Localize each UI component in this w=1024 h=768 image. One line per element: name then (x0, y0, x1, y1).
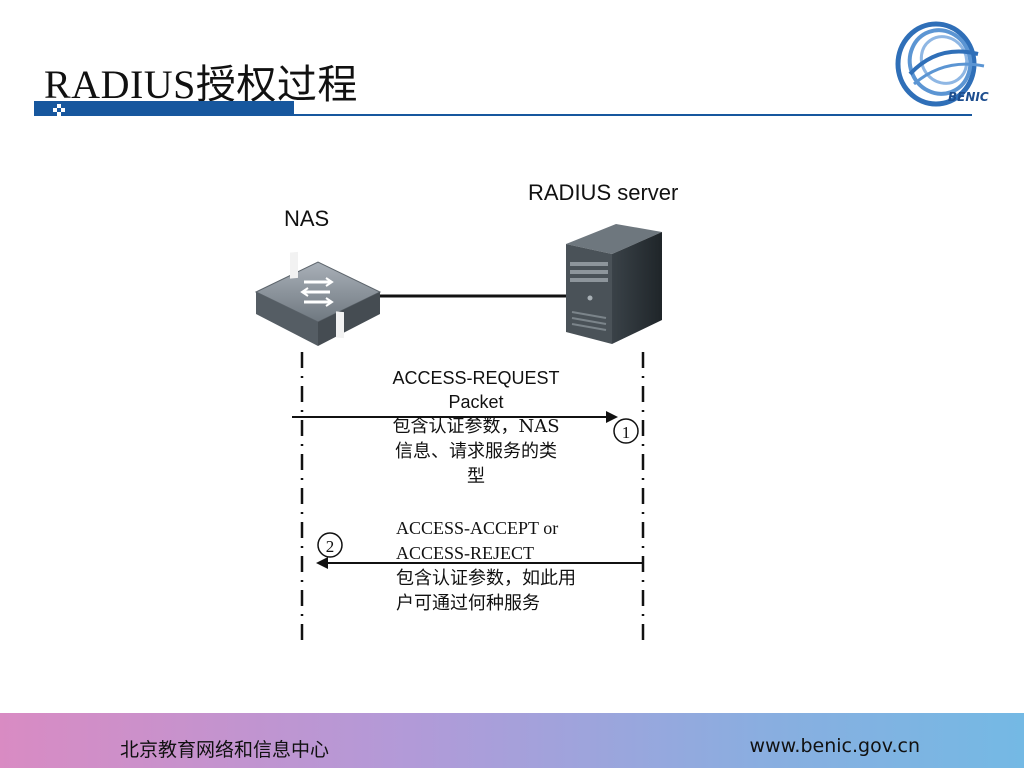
title-bar-ornament-icon (53, 104, 65, 116)
benic-logo-icon (895, 21, 985, 107)
footer-url: www.benic.gov.cn (749, 735, 920, 757)
nas-switch-icon (254, 251, 382, 346)
footer-bar: 北京教育网络和信息中心 www.benic.gov.cn (0, 713, 1024, 768)
radius-server-label: RADIUS server (528, 180, 679, 205)
footer-org: 北京教育网络和信息中心 (120, 739, 330, 761)
request-label-line: ACCESS-REQUEST (392, 368, 560, 388)
title-underline-line (294, 114, 972, 116)
request-label-line: Packet (448, 392, 504, 412)
response-description-line: 包含认证参数，如此用 (396, 568, 576, 589)
request-description-line: 信息、请求服务的类 (395, 441, 557, 462)
response-label-line: ACCESS-ACCEPT or (396, 518, 559, 538)
step-2-marker (317, 532, 343, 558)
step-1-number: 1 (622, 423, 631, 442)
response-description: 包含认证参数，如此用 户可通过何种服务 (396, 566, 576, 616)
logo-text: BENIC (948, 90, 989, 104)
request-label: ACCESS-REQUEST Packet (376, 366, 576, 414)
response-label: ACCESS-ACCEPT or ACCESS-REJECT (396, 516, 558, 566)
radius-server-icon (566, 224, 662, 344)
title-underline-bar (34, 101, 294, 116)
request-description: 包含认证参数，NAS 信息、请求服务的类 型 (380, 414, 572, 489)
request-description-line: 包含认证参数，NAS (392, 416, 560, 437)
slide-title: RADIUS授权过程 (44, 62, 358, 107)
step-2-number: 2 (326, 537, 335, 556)
response-description-line: 户可通过何种服务 (396, 593, 540, 614)
nas-label: NAS (284, 206, 330, 231)
request-description-line: 型 (467, 466, 485, 487)
response-label-line: ACCESS-REJECT (396, 543, 535, 563)
step-1-marker (613, 418, 639, 444)
